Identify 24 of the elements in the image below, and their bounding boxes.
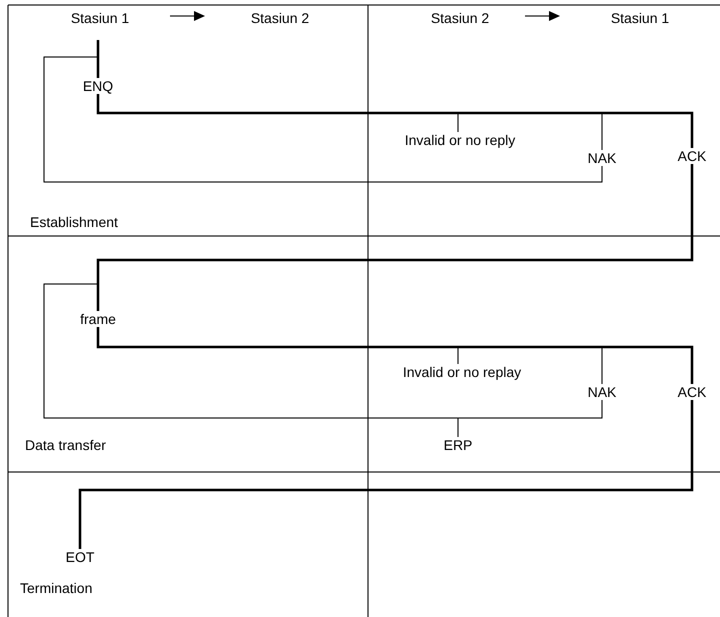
signal-label: frame [79, 311, 117, 327]
flow-line [78, 400, 694, 549]
station-label: Stasiun 1 [70, 10, 130, 26]
phase-label: Establishment [30, 214, 118, 230]
flow-line [96, 327, 694, 384]
flow-line [96, 94, 694, 148]
condition-label: Invalid or no reply [404, 132, 516, 148]
flow-line [96, 40, 100, 78]
branch-line [44, 56, 602, 182]
station-label: Stasiun 2 [430, 10, 490, 26]
signal-label: NAK [586, 384, 618, 400]
condition-label: Invalid or no replay [402, 364, 522, 380]
signal-label: ACK [676, 384, 708, 400]
signal-label: ACK [676, 148, 708, 164]
phase-label: Data transfer [25, 437, 106, 453]
flow-line [96, 164, 694, 311]
signal-label: EOT [64, 549, 96, 565]
signal-label: ERP [442, 437, 474, 453]
phase-label: Termination [20, 580, 92, 596]
station-label: Stasiun 1 [610, 10, 670, 26]
signal-label: ENQ [82, 78, 114, 94]
signal-label: NAK [586, 150, 618, 166]
branch-line [44, 284, 602, 418]
station-label: Stasiun 2 [250, 10, 310, 26]
